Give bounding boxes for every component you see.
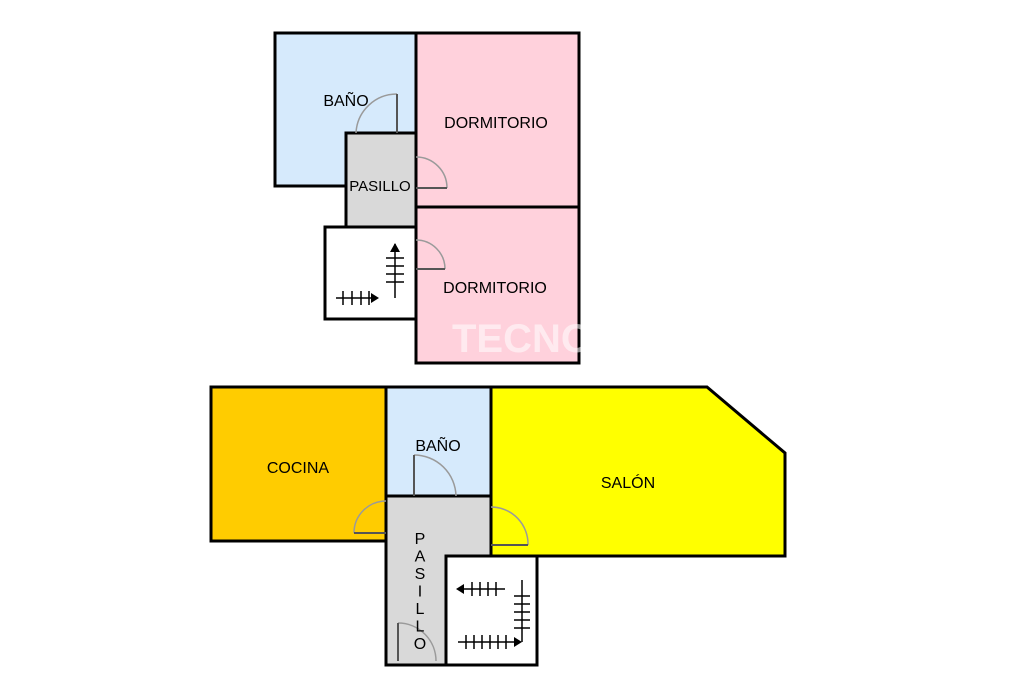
upper-dorm2-door-swing [415,239,446,270]
pasillo-letter: S [415,566,426,583]
upper-pasillo-label: PASILLO [349,178,410,195]
watermark: TECNOC [452,317,621,361]
lower-cocina-door-swing [353,500,387,534]
lower-entry-door-swing [397,622,437,662]
lower-cocina-label: COCINA [267,460,330,477]
upper-dormitorio-2-label: DORMITORIO [443,280,547,297]
lower-pasillo-label: P A S I L L O [414,531,426,653]
lower-bano-label: BAÑO [415,435,460,455]
upper-dormitorio-1-label: DORMITORIO [444,115,548,132]
lower-floor: COCINA BAÑO SALÓN P A S I L L O [209,385,787,667]
pasillo-letter: P [415,531,426,548]
pasillo-letter: L [416,619,425,636]
upper-dorm1-door-swing [415,156,448,189]
upper-pasillo-room [344,131,418,229]
upper-bano-door-swing [355,93,398,134]
lower-bano-room [384,385,493,498]
pasillo-letter: L [416,601,425,618]
lower-salon-door-swing [490,506,529,546]
upper-bano-label: BAÑO [323,90,368,110]
pasillo-letter: O [414,636,426,653]
lower-salon-label: SALÓN [601,473,655,492]
lower-stairs-icon [456,580,530,649]
lower-salon-room [489,385,787,558]
upper-floor: BAÑO DORMITORIO DORMITORIO PASILLO TECNO… [273,31,621,365]
lower-stair-room [444,554,539,667]
pasillo-letter: I [418,584,422,601]
upper-stairs-icon [336,243,404,305]
lower-bano-door-swing [413,454,457,497]
upper-dormitorio-1-room [414,31,581,209]
pasillo-letter: A [415,549,426,566]
upper-stair-room [323,225,418,321]
upper-dormitorio-2-room [414,205,581,365]
